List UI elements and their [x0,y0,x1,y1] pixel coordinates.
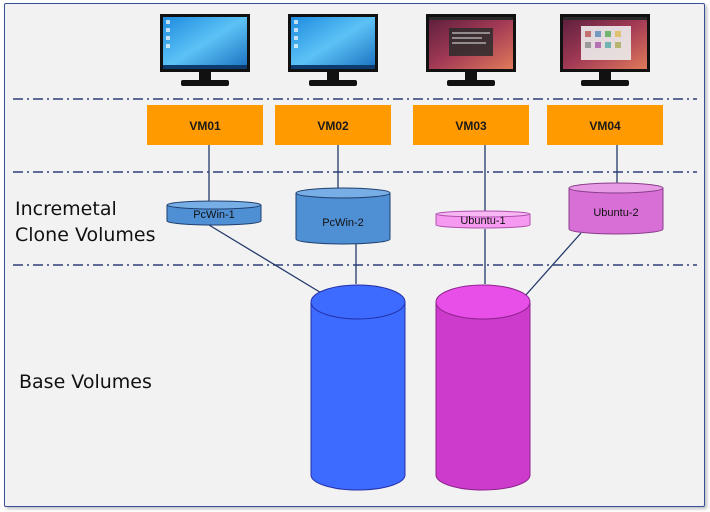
vm-label-vm04: VM04 [589,119,621,133]
vm-label-vm02: VM02 [317,119,349,133]
connector-pcwin1-base1 [208,224,324,295]
vm-box-vm04: VM04 [547,105,663,145]
incremental-label-line1: Incremetal [15,198,117,220]
base-section-label: Base Volumes [19,371,152,393]
base-volume-windows [310,284,406,491]
separator-lines [13,98,697,266]
clone-label-ubuntu1: Ubuntu-1 [460,215,505,227]
base-volume-ubuntu [435,284,531,491]
incremental-label-line2: Clone Volumes [15,224,156,246]
monitor-vm02 [288,14,378,86]
monitor-vm04 [560,14,650,86]
clone-label-pcwin1: PcWin-1 [193,209,235,221]
vm-box-vm03: VM03 [413,105,529,145]
monitor-vm01 [160,14,250,86]
clone-label-pcwin2: PcWin-2 [322,217,364,229]
connector-ubuntu2-base2 [524,232,582,297]
vm-label-vm01: VM01 [189,119,221,133]
volume-diagram: VM01 VM02 VM03 VM04 PcWin-1 PcWin-2 [13,14,697,491]
vm-label-vm03: VM03 [455,119,487,133]
vm-box-vm02: VM02 [275,105,391,145]
clone-volume-ubuntu2: Ubuntu-2 [568,182,664,235]
vm-box-vm01: VM01 [147,105,263,145]
clone-volume-pcwin2: PcWin-2 [295,187,391,245]
monitor-vm03 [426,14,516,86]
connector-lines [208,145,618,297]
clone-volume-pcwin1: PcWin-1 [166,200,262,226]
incremental-section-label: Incremetal Clone Volumes [15,196,156,248]
clone-volume-ubuntu1: Ubuntu-1 [435,210,531,229]
diagram-frame: VM01 VM02 VM03 VM04 PcWin-1 PcWin-2 [4,3,705,507]
clone-label-ubuntu2: Ubuntu-2 [593,207,638,219]
